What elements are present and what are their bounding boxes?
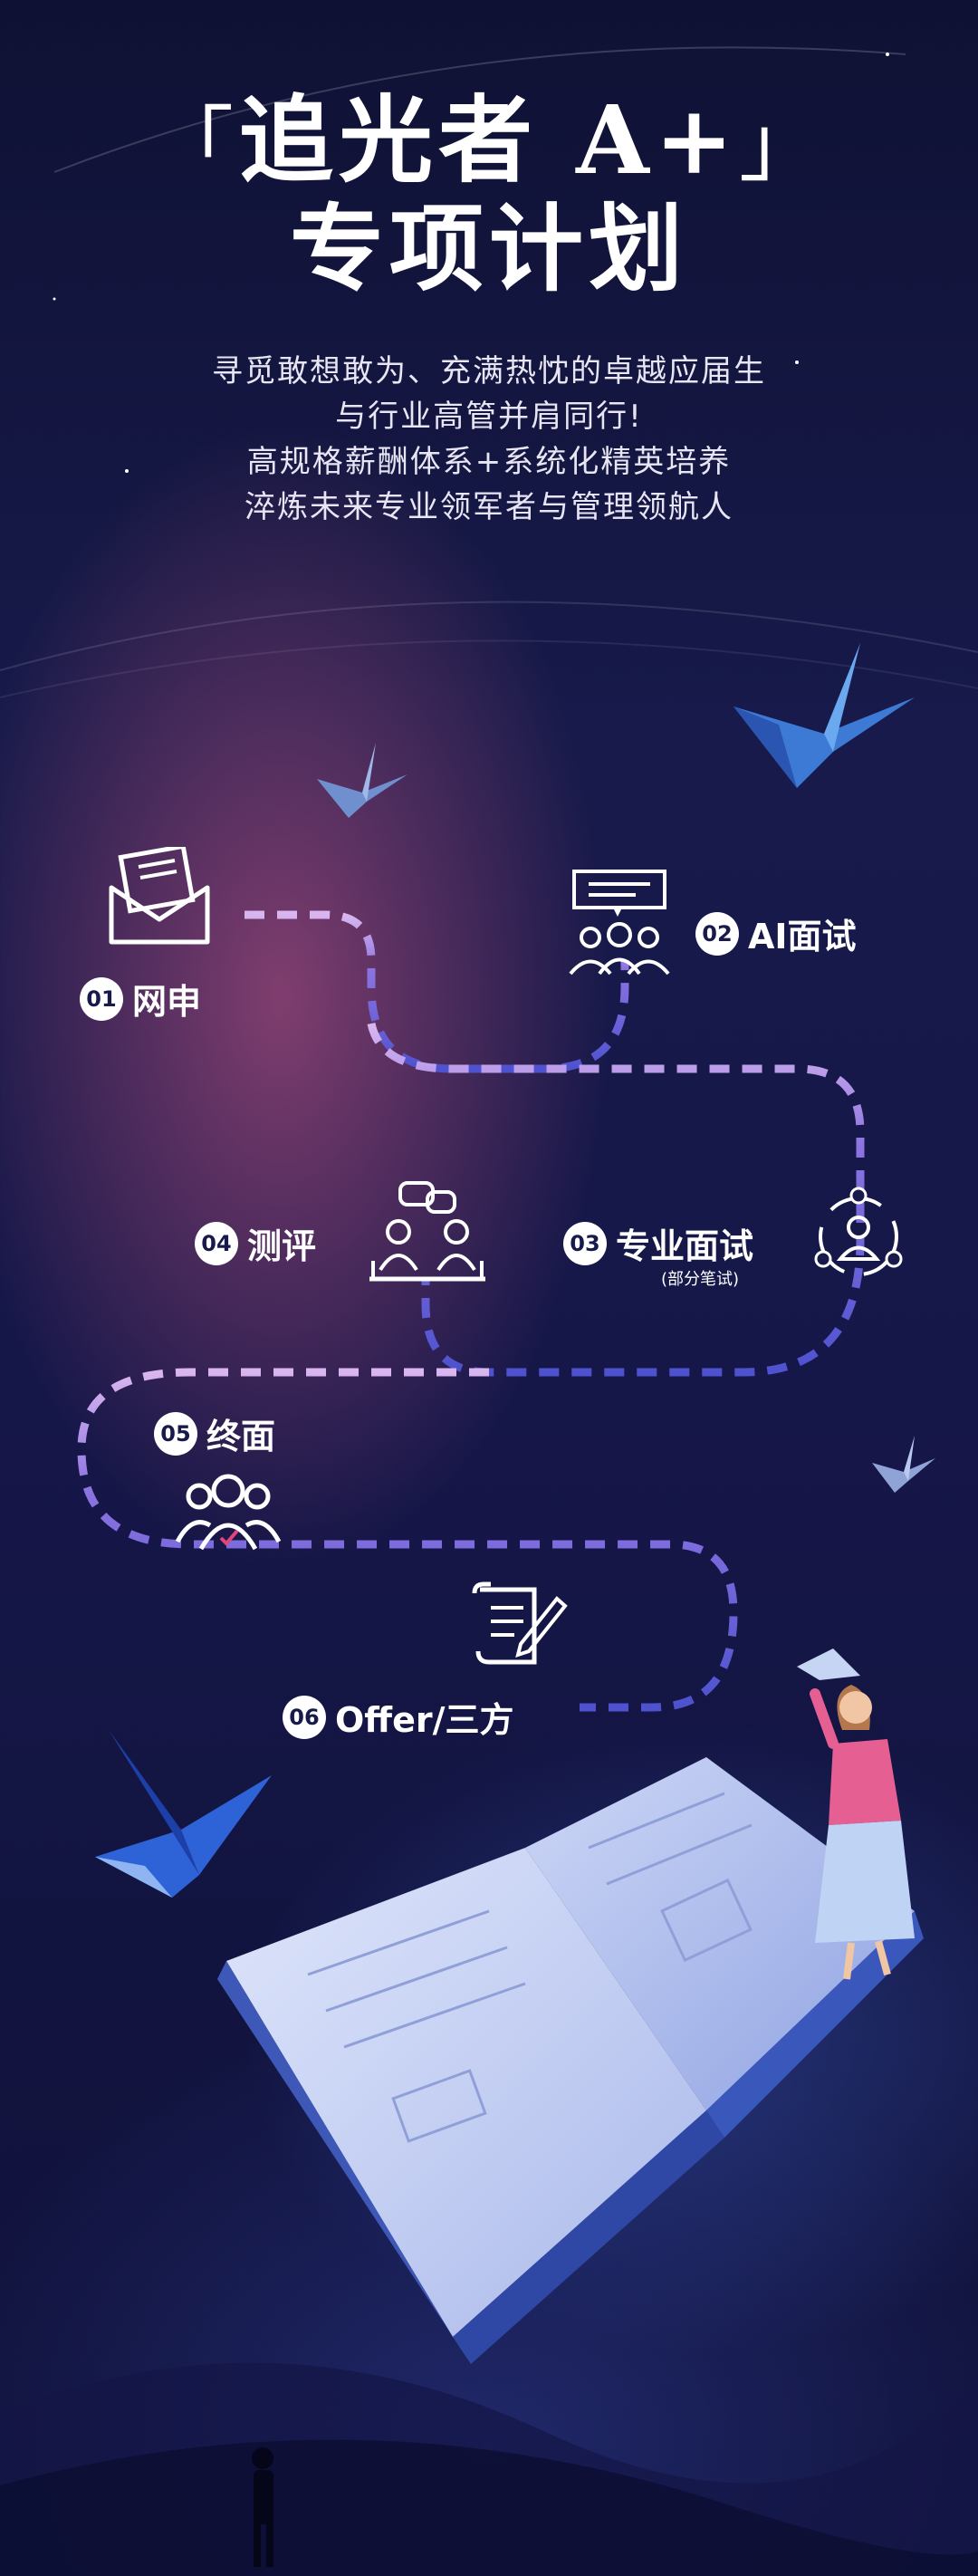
step-05-text: 终面 xyxy=(206,1417,276,1456)
ai-interview-icon xyxy=(569,870,670,976)
step-06-label: 06 Offer/三方 xyxy=(283,1692,513,1742)
step-02-icon xyxy=(563,870,676,978)
title-bracket-close: 」 xyxy=(739,98,827,193)
sky-arcs-decoration xyxy=(0,46,978,698)
paper-crane-left-icon xyxy=(95,1730,272,1898)
step-03-icon xyxy=(809,1187,908,1286)
final-group-icon xyxy=(175,1474,282,1551)
step-04-number: 04 xyxy=(195,1221,238,1265)
contract-icon xyxy=(472,1581,568,1665)
intro-line-1: 寻觅敢想敢为、充满热忱的卓越应届生 xyxy=(212,353,766,389)
step-06-icon xyxy=(471,1581,570,1671)
team-cycle-icon xyxy=(814,1187,903,1276)
step-05-icon xyxy=(174,1466,283,1556)
girl-figure-illustration xyxy=(797,1648,915,1980)
intro-line-2: 与行业高管并肩同行! xyxy=(335,399,643,435)
step-02-label: 02 AI面试 xyxy=(695,908,857,958)
process-path xyxy=(77,910,865,1712)
step-04-text: 测评 xyxy=(247,1226,317,1266)
step-03-note: (部分笔试) xyxy=(661,1270,740,1289)
paper-crane-large-icon xyxy=(734,643,915,788)
step-01-label: 01 网申 xyxy=(80,974,201,1024)
intro-line-4: 淬炼未来专业领军者与管理领航人 xyxy=(244,489,734,525)
step-03-label: 03 专业面试 xyxy=(563,1218,753,1268)
step-01-number: 01 xyxy=(80,976,123,1021)
step-06-text: Offer/三方 xyxy=(335,1700,514,1740)
paper-crane-small-icon xyxy=(317,743,408,818)
bottom-swirl-decoration xyxy=(0,2362,978,2576)
title-bracket-open: 「 xyxy=(151,98,239,193)
step-05-number: 05 xyxy=(154,1411,197,1456)
title-main: 追光者 A+ xyxy=(238,84,740,196)
assessment-meeting-icon xyxy=(369,1181,485,1282)
page-title-line2: 专项计划 xyxy=(289,193,688,304)
paper-crane-tiny-icon xyxy=(872,1436,935,1493)
step-05-label: 05 终面 xyxy=(154,1408,275,1458)
intro-line-3: 高规格薪酬体系+系统化精英培养 xyxy=(246,444,732,480)
step-01-text: 网申 xyxy=(132,982,202,1022)
step-03-number: 03 xyxy=(563,1221,607,1265)
envelope-icon xyxy=(109,847,210,945)
step-02-text: AI面试 xyxy=(748,917,857,956)
person-silhouette-icon xyxy=(252,2447,273,2567)
step-04-icon xyxy=(364,1179,491,1288)
step-04-label: 04 测评 xyxy=(195,1218,316,1268)
open-book-illustration xyxy=(217,1757,924,2364)
intro-text: 寻觅敢想敢为、充满热忱的卓越应届生 与行业高管并肩同行! 高规格薪酬体系+系统化… xyxy=(0,349,978,530)
step-03-text: 专业面试 xyxy=(616,1226,754,1266)
step-02-number: 02 xyxy=(695,911,739,956)
page-title: 「追光者 A+」 xyxy=(0,63,978,200)
step-06-number: 06 xyxy=(283,1695,326,1739)
step-01-icon xyxy=(107,847,212,947)
